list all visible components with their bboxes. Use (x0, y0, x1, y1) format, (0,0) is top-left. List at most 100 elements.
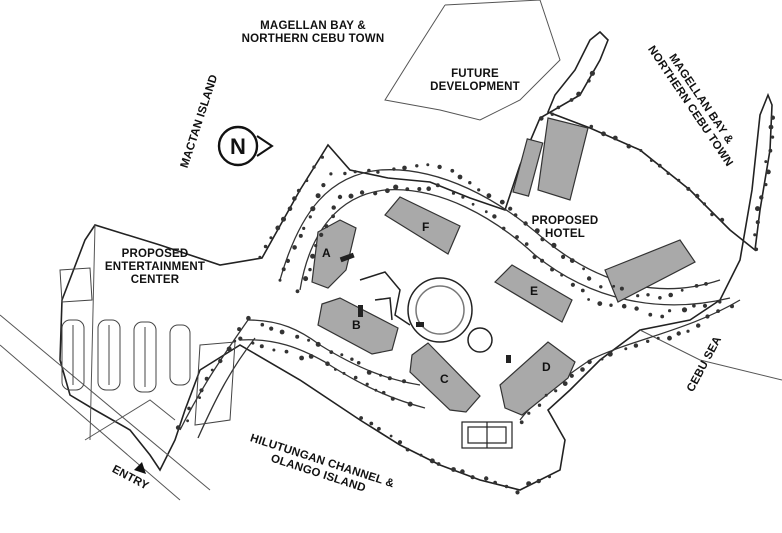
tree-dot (704, 282, 708, 286)
tree-dot (295, 289, 300, 294)
tree-dot (619, 286, 624, 291)
tree-dot (471, 202, 475, 206)
tree-dot (597, 301, 603, 306)
tree-dot (325, 361, 330, 367)
tree-dot (315, 193, 321, 199)
tree-dot (292, 196, 297, 201)
north-arrow-icon: N (217, 125, 274, 167)
tree-dot (587, 79, 591, 83)
tree-dot (660, 314, 665, 319)
tree-dot (303, 276, 309, 282)
tree-dot (493, 480, 497, 485)
tree-dot (260, 322, 265, 327)
tree-dot (636, 294, 640, 298)
tree-dot (768, 148, 773, 153)
tree-dot (393, 184, 399, 190)
tree-dot (609, 303, 613, 307)
label-future: FUTURE DEVELOPMENT (410, 68, 540, 94)
building-label-a: A (322, 246, 331, 260)
tree-dot (764, 183, 768, 187)
tree-dot (451, 467, 456, 472)
tree-dot (284, 349, 289, 354)
tree-dot (377, 426, 381, 431)
tree-dot (367, 168, 371, 173)
tree-dot (187, 406, 191, 411)
tree-dot (246, 315, 251, 321)
tree-dot (587, 359, 592, 365)
tree-dot (340, 353, 344, 357)
tree-dot (569, 258, 575, 263)
building-hotel (537, 117, 589, 201)
tree-dot (536, 478, 541, 484)
tree-dot (720, 217, 725, 222)
tree-dot (554, 389, 558, 393)
tree-dot (451, 191, 456, 195)
tree-dot (513, 213, 518, 217)
tree-dot (329, 350, 334, 354)
tree-dot (319, 232, 324, 237)
tree-dot (766, 169, 771, 175)
tree-dot (310, 206, 316, 212)
tree-dot (548, 475, 551, 479)
tree-dot (199, 388, 204, 393)
parcel-lines (0, 0, 782, 501)
tree-dot (696, 323, 701, 328)
site-boundary (59, 30, 773, 491)
tree-dot (405, 187, 410, 192)
tree-dot (299, 355, 304, 361)
tree-dot (486, 193, 492, 199)
tree-dot (321, 183, 326, 188)
tree-dot (477, 188, 481, 192)
tree-dot (269, 326, 274, 331)
tree-dot (278, 278, 282, 282)
tree-dot (308, 215, 312, 219)
tree-dot (705, 314, 710, 319)
tree-dot (385, 188, 390, 194)
tree-dot (298, 233, 303, 238)
tree-dot (405, 447, 410, 452)
tree-dot (569, 373, 574, 378)
tree-dot (269, 236, 273, 240)
tree-dot (324, 224, 329, 229)
tree-dot (353, 375, 358, 380)
tree-dot (523, 221, 528, 226)
tree-dot (753, 233, 757, 237)
tree-dot (754, 247, 759, 252)
tree-dot (373, 191, 378, 196)
tree-dot (686, 329, 690, 333)
label-future-line1: FUTURE (451, 68, 499, 80)
building-c (409, 342, 481, 413)
label-entertainment: PROPOSED ENTERTAINMENT CENTER (90, 248, 220, 287)
tree-dot (407, 401, 413, 407)
tree-dot (272, 348, 276, 352)
tree-dot (649, 159, 653, 162)
tree-dot (667, 335, 672, 341)
tree-dot (281, 267, 286, 272)
tree-dot (292, 245, 297, 250)
tree-dot (560, 273, 564, 277)
tree-dot (666, 171, 670, 175)
tree-dot (551, 242, 557, 248)
tree-dot (356, 361, 361, 365)
label-entertainment-line3: CENTER (130, 274, 180, 286)
tree-dot (305, 179, 309, 183)
entry-arrow-icon (134, 462, 146, 474)
tree-dot (702, 303, 708, 308)
tree-dot (238, 336, 243, 341)
tree-dot (376, 170, 380, 174)
tree-dot (295, 334, 300, 339)
tree-dot (499, 199, 505, 205)
tree-dot (501, 226, 506, 231)
tree-dot (275, 225, 281, 231)
tree-dot (646, 293, 650, 297)
tree-dot (374, 388, 378, 392)
tree-dot (686, 186, 691, 191)
tree-dot (415, 164, 419, 168)
tree-dot (716, 309, 720, 313)
tree-dot (259, 344, 264, 349)
building-label-f: F (422, 220, 430, 234)
tree-dot (392, 167, 396, 171)
building-label-c: C (440, 372, 449, 386)
tree-dot (218, 358, 223, 364)
tree-dot (599, 285, 603, 289)
